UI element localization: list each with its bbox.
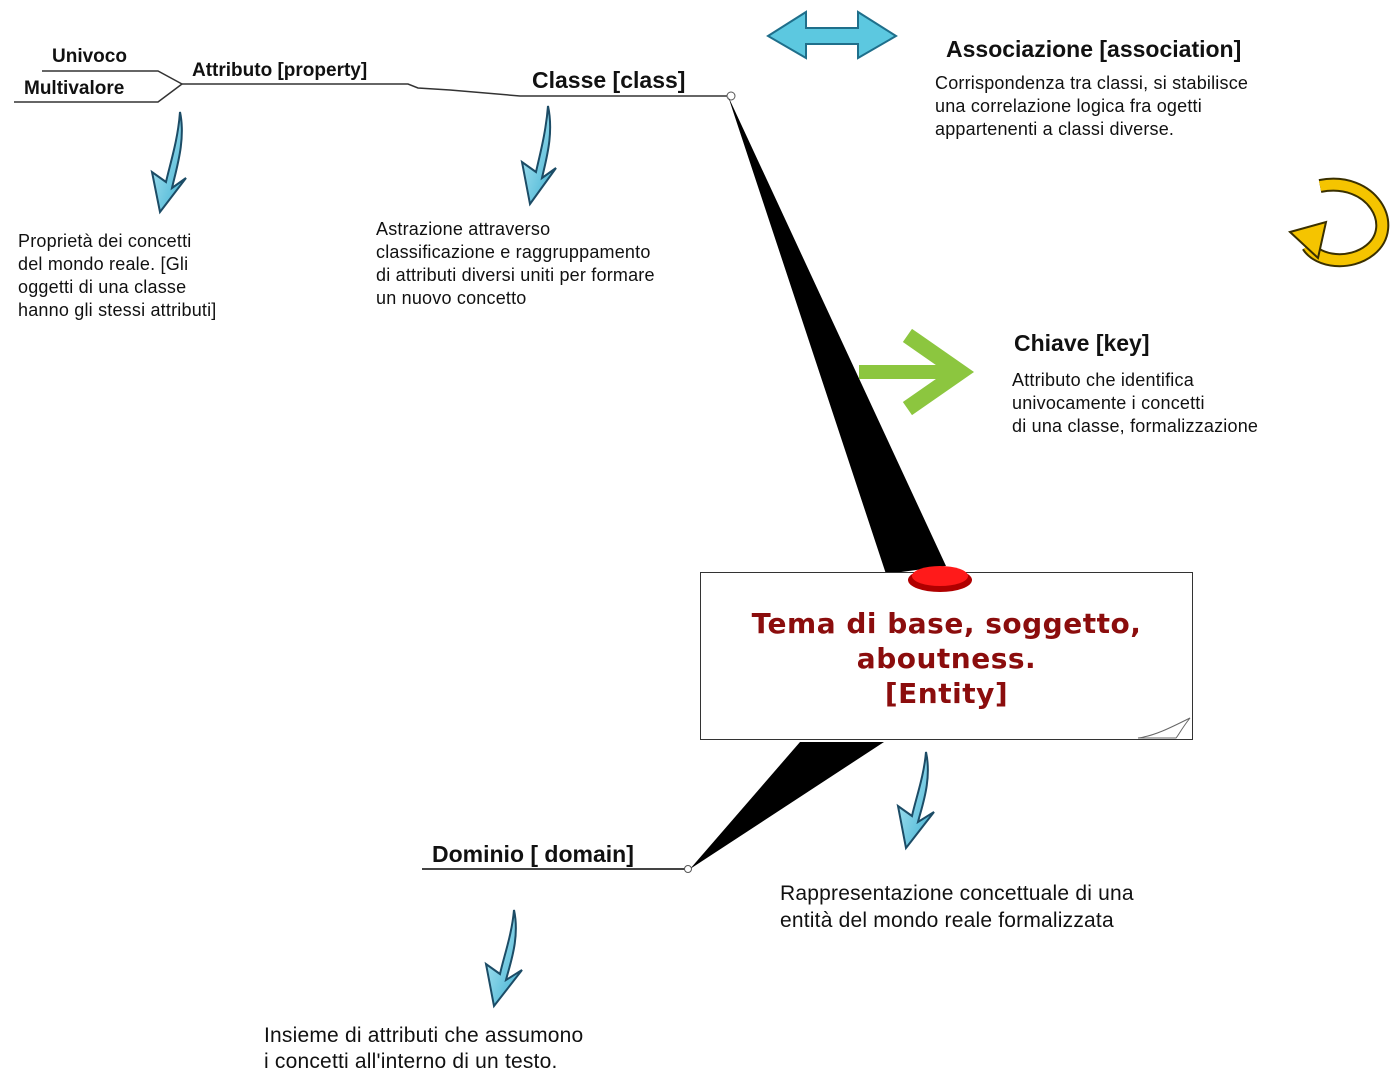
classe-description: Astrazione attraverso classificazione e …	[376, 219, 655, 308]
double-arrow-icon	[766, 10, 898, 60]
right-arrow-icon	[859, 328, 975, 416]
entity-pin	[908, 566, 972, 592]
associazione-description: Corrispondenza tra classi, si stabilisce…	[935, 73, 1249, 139]
classe-node-dot	[726, 91, 736, 101]
node-dominio: Dominio [ domain]	[432, 841, 634, 867]
chiave-description: Attributo che identifica univocamente i …	[1012, 370, 1259, 436]
curved-arrow-icon	[1288, 177, 1390, 268]
attributo-description: Proprietà dei concetti del mondo reale. …	[18, 231, 217, 320]
attribute-branch-lines	[14, 70, 730, 103]
down-arrow-icon	[520, 105, 557, 207]
node-classe: Classe [class]	[532, 67, 686, 93]
node-chiave: Chiave [key]	[1014, 330, 1150, 356]
node-univoco: Univoco	[52, 46, 127, 67]
entity-title: Tema di base, soggetto, aboutness. [Enti…	[751, 607, 1142, 710]
dominio-node-dot	[684, 865, 692, 873]
node-associazione: Associazione [association]	[946, 36, 1242, 62]
entity-description: Rappresentazione concettuale di una enti…	[780, 882, 1134, 932]
entity-dominio-connector	[690, 742, 884, 869]
entity-box	[700, 572, 1193, 740]
node-attributo: Attributo [property]	[192, 60, 368, 81]
dominio-description: Insieme di attributi che assumono i conc…	[264, 1024, 584, 1073]
down-arrow-icon	[150, 111, 187, 215]
classe-entity-connector	[728, 96, 946, 574]
page-curl-icon	[1137, 717, 1191, 739]
node-multivalore: Multivalore	[24, 78, 125, 99]
down-arrow-icon	[484, 909, 523, 1009]
down-arrow-icon	[896, 751, 935, 851]
